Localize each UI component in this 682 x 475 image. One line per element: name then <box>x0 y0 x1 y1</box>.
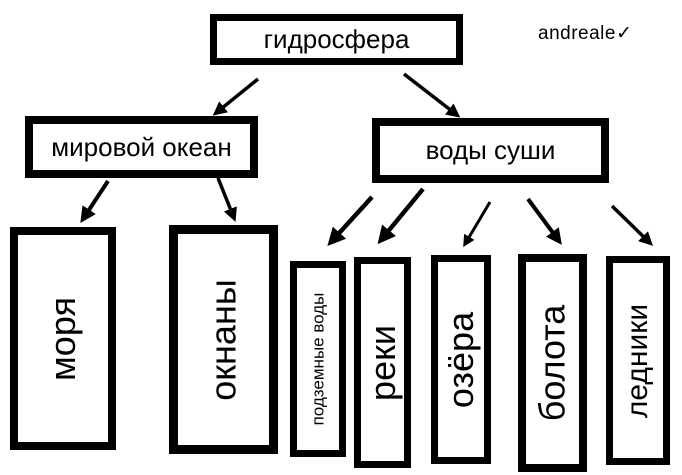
node-world-ocean-label: мировой океан <box>51 131 232 162</box>
node-hydrosphere-label: гидросфера <box>263 24 410 55</box>
node-seas-label: моря <box>41 296 83 381</box>
node-oceans-label: окнаны <box>202 278 244 401</box>
edge-land-waters-to-glaciers-arrow <box>610 204 654 246</box>
watermark-signature: andreale✓ <box>538 23 633 44</box>
node-glaciers-label: ледники <box>621 303 654 418</box>
node-groundwater-label: подземные воды <box>308 292 328 426</box>
edge-hydrosphere-to-world-ocean-arrow <box>212 77 260 116</box>
node-swamps: болота <box>518 254 587 472</box>
node-swamps-label: болота <box>531 304 573 422</box>
node-seas: моря <box>10 227 116 450</box>
edge-land-waters-to-lakes-arrow <box>463 201 492 248</box>
node-land-waters-label: воды суши <box>425 135 556 166</box>
edge-land-waters-to-swamps-arrow <box>526 197 562 245</box>
node-land-waters: воды суши <box>372 118 609 183</box>
node-rivers: реки <box>354 257 411 468</box>
node-oceans: окнаны <box>169 225 278 454</box>
edge-hydrosphere-to-land-waters-arrow <box>402 72 461 118</box>
edge-world-ocean-to-seas-arrow <box>80 179 110 224</box>
node-rivers-label: реки <box>361 324 403 401</box>
node-groundwater: подземные воды <box>290 261 346 457</box>
node-world-ocean: мировой океан <box>25 116 258 178</box>
edge-world-ocean-to-oceans-arrow <box>216 177 237 222</box>
edge-land-waters-to-groundwater-arrow <box>327 195 374 246</box>
node-lakes: озёра <box>431 255 491 464</box>
node-lakes-label: озёра <box>440 311 481 408</box>
edge-land-waters-to-rivers-arrow <box>377 187 425 245</box>
node-glaciers: ледники <box>606 256 670 465</box>
node-hydrosphere: гидросфера <box>210 14 463 65</box>
